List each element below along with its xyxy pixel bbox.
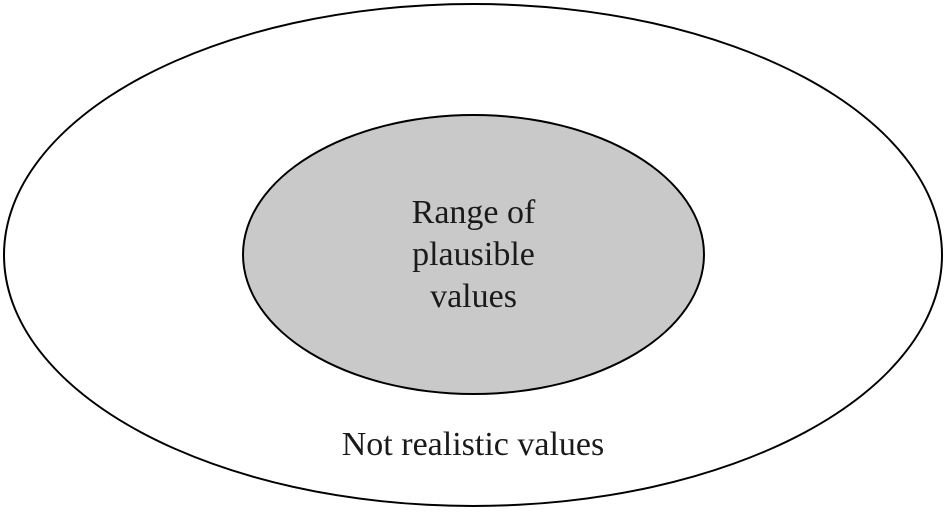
inner-label-line-1: Range of bbox=[411, 193, 536, 231]
inner-ellipse-label: Range of plausible values bbox=[412, 192, 536, 318]
inner-label-line-2: plausible bbox=[412, 235, 535, 273]
inner-ellipse: Range of plausible values bbox=[242, 114, 705, 395]
inner-label-line-3: values bbox=[430, 277, 517, 315]
outer-ellipse-label: Not realistic values bbox=[341, 426, 605, 463]
